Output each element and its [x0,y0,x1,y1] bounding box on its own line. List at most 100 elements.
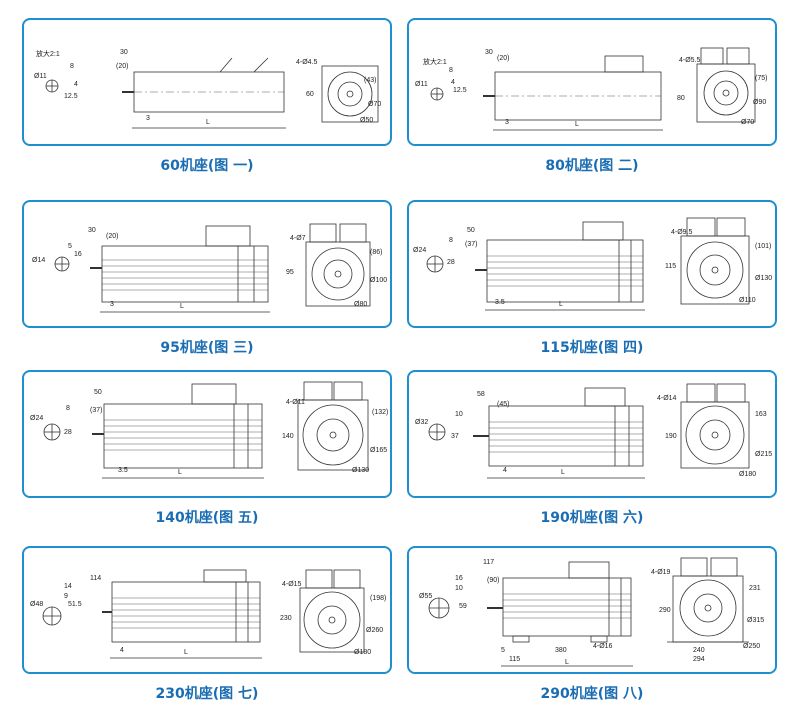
height-dim: 60 [306,91,314,98]
step-dim: 3 [505,119,509,126]
length-dim: L [180,303,184,310]
frame-80-caption: 80机座(图 二) [545,158,639,174]
box-height: (43) [364,77,376,84]
key-offset: 10 [455,585,463,592]
terminal-box [604,55,644,73]
shaft-diameter: Ø11 [415,81,428,88]
flange-length: 30 [88,227,96,234]
frame-115-caption: 115机座(图 四) [540,340,644,356]
pitch-circle: Ø70 [368,101,381,108]
flange-end-view [672,575,744,643]
frame-115-panel: Ø24 8 28 50 (37) 3.5 L 115 4-Ø9.5 (101) … [407,200,777,328]
key-width: 4 [74,81,78,88]
spigot-diameter: Ø50 [360,117,373,124]
frame-60-panel: 放大2:1 Ø11 8 4 12.5 30 (20) 3 L 60 4-Ø4.5… [22,18,392,146]
motor-body [103,403,263,469]
flange-end-view [305,241,371,307]
length-dim: L [559,301,563,308]
step-dim: 3.5 [495,299,505,306]
frame-140-drawing: Ø24 8 28 50 (37) 3.5 L 140 4-Ø11 (132) Ø… [30,381,388,479]
frame-190-panel: Ø32 10 37 58 (45) 4 L 190 4-Ø14 163 Ø215… [407,370,777,498]
length-dim: L [178,469,182,476]
height-dim: 115 [665,263,676,270]
box-height: (75) [755,75,767,82]
bolt-holes: 4-Ø15 [282,581,302,588]
box-height: (198) [370,595,386,602]
shaft-diameter: Ø24 [30,415,43,422]
key-width: 8 [449,237,453,244]
bolt-holes: 4-Ø9.5 [671,229,693,236]
frame-115-drawing: Ø24 8 28 50 (37) 3.5 L 115 4-Ø9.5 (101) … [413,217,772,311]
box-height: 231 [749,585,761,592]
key-height: 59 [459,603,467,610]
pitch-circle: Ø165 [370,447,387,454]
flange-ref: (20) [497,55,509,62]
bolt-holes: 4-Ø11 [286,399,305,406]
step-dim: 5 [501,647,505,654]
key-width: 8 [66,405,70,412]
shaft-diameter: Ø24 [413,247,426,254]
frame-230-drawing: Ø48 14 9 51.5 114 4 L 230 4-Ø15 (198) Ø2… [30,569,386,659]
foot-right [590,635,608,643]
flange-end-view [680,401,750,469]
key-width: 10 [455,411,463,418]
key-height: 12.5 [64,93,78,100]
foot-width-1: 240 [693,647,705,654]
foot-offset: 115 [509,656,520,663]
frame-80-panel: 放大2:1 Ø11 8 4 12.5 30 (20) 3 L 80 4-Ø5.5… [407,18,777,146]
flange-length: 114 [90,575,101,582]
bolt-holes: 4-Ø4.5 [296,59,318,66]
pitch-circle: Ø315 [747,617,764,624]
frame-95-panel: Ø14 5 16 30 (20) 3 L 95 4-Ø7 (86) Ø100 Ø… [22,200,392,328]
frame-60-drawing: 放大2:1 Ø11 8 4 12.5 30 (20) 3 L 60 4-Ø4.5… [34,49,381,129]
bolt-holes: 4-Ø5.5 [679,57,701,64]
step-dim: 4 [120,647,124,654]
key-width: 4 [451,79,455,86]
pitch-circle: Ø100 [370,277,387,284]
flange-length: 50 [94,389,102,396]
spigot-diameter: Ø130 [352,467,369,474]
foot-left [512,635,530,643]
spigot-diameter: Ø110 [739,297,756,304]
pitch-circle: Ø90 [753,99,766,106]
frame-290-drawing: Ø55 16 10 59 117 (90) 5 115 380 4-Ø16 L … [419,557,764,667]
flange-length: 58 [477,391,485,398]
frame-190-caption: 190机座(图 六) [540,510,644,526]
terminal-box [191,383,237,405]
key-height: 28 [64,429,72,436]
length-dim: L [565,659,569,666]
key-offset: 9 [64,593,68,600]
frame-140-panel: Ø24 8 28 50 (37) 3.5 L 140 4-Ø11 (132) Ø… [22,370,392,498]
pitch-circle: Ø215 [755,451,772,458]
key-offset: 8 [449,67,453,74]
pitch-circle: Ø260 [366,627,383,634]
spigot-diameter: Ø180 [739,471,756,478]
shaft-diameter: Ø48 [30,601,43,608]
frame-80-drawing: 放大2:1 Ø11 8 4 12.5 30 (20) 3 L 80 4-Ø5.5… [415,47,767,131]
height-dim: 230 [280,615,292,622]
terminal-box [584,387,626,407]
frame-290-panel: Ø55 16 10 59 117 (90) 5 115 380 4-Ø16 L … [407,546,777,674]
cable-1 [219,57,233,73]
flange-ref: (20) [116,63,128,70]
frame-95-caption: 95机座(图 三) [160,340,254,356]
key-height: 28 [447,259,455,266]
flange-ref: (20) [106,233,118,240]
motor-body [488,405,644,467]
flange-ref: (90) [487,577,499,584]
foot-span: 380 [555,647,567,654]
spigot-diameter: Ø70 [741,119,754,126]
flange-end-view [680,235,750,305]
length-dim: L [206,119,210,126]
foot-holes: 4-Ø16 [593,643,613,650]
length-dim: L [575,121,579,128]
box-height: (101) [755,243,771,250]
bolt-holes: 4-Ø7 [290,235,306,242]
key-width: 5 [68,243,72,250]
height-dim: 95 [286,269,294,276]
shaft-diameter: Ø11 [34,73,47,80]
key-height: 16 [74,251,82,258]
terminal-box [568,561,610,579]
flange-length: 30 [485,49,493,56]
length-dim: L [184,649,188,656]
